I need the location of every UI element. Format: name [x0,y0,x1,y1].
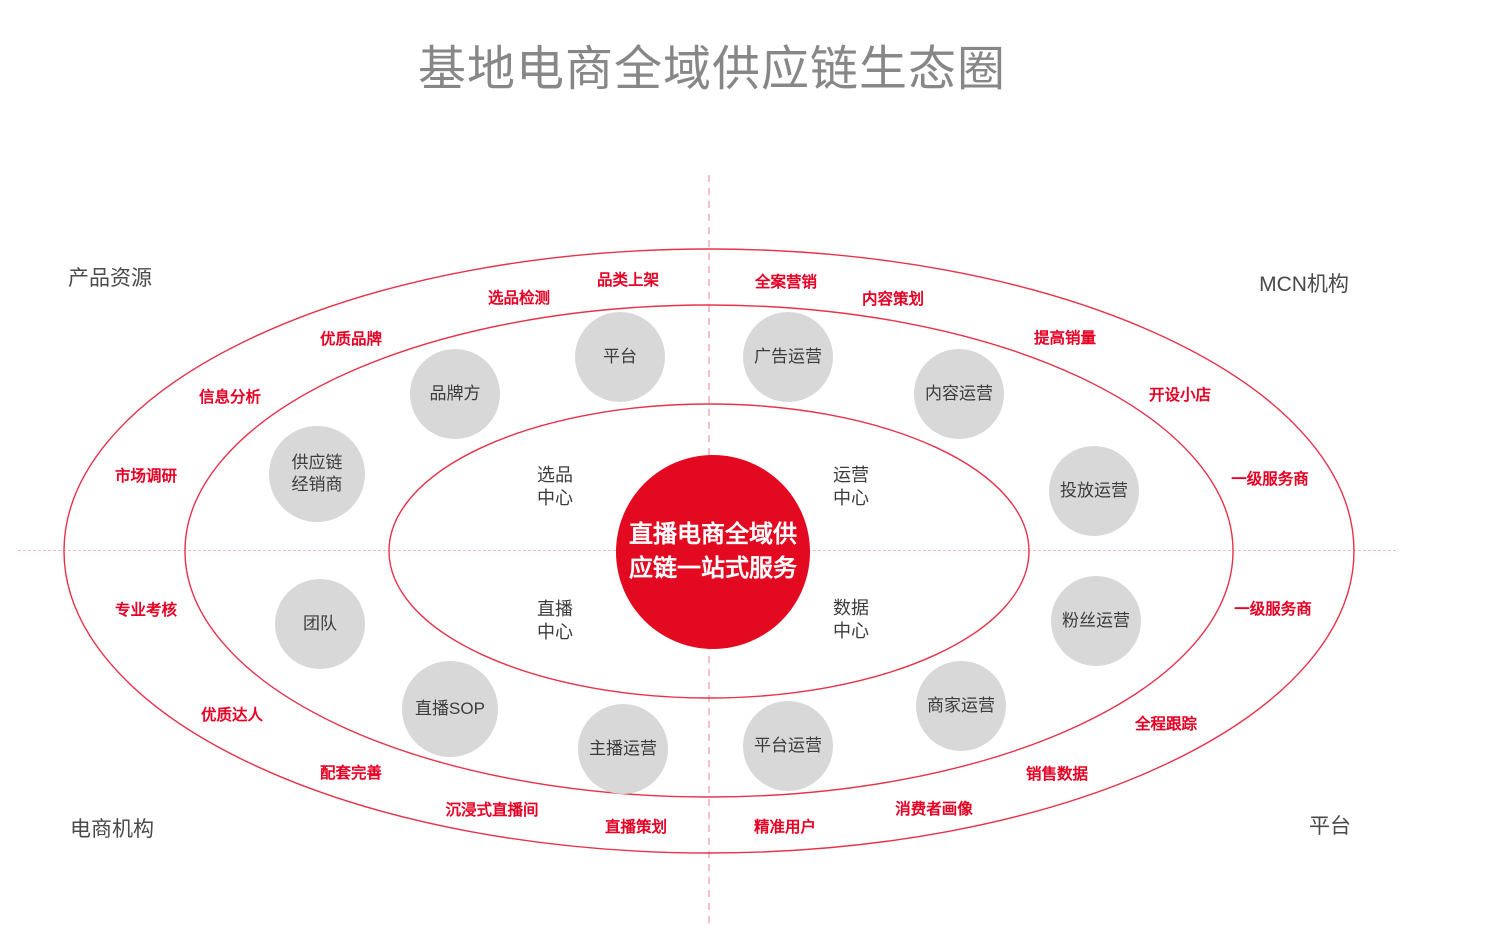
inner-ellipse [388,403,1030,699]
node-fan-operation: 粉丝运营 [1051,576,1141,666]
ring-label-content-planning: 内容策划 [861,291,925,308]
ring-label-quality-influencers: 优质达人 [200,707,264,724]
ring-label-immersive-live-room: 沉浸式直播间 [445,802,539,819]
center-circle-label: 直播电商全域供 应链一站式服务 [629,521,797,582]
node-brand-side: 品牌方 [410,349,500,439]
ring-label-live-planning: 直播策划 [604,819,668,836]
node-content-operation: 内容运营 [914,349,1004,439]
center-circle: 直播电商全域供 应链一站式服务 [616,455,810,649]
ring-label-full-case-marketing: 全案营销 [754,274,818,291]
ring-label-tier1-service-provider-top: 一级服务商 [1231,471,1309,488]
corner-label-ecommerce-agencies: 电商机构 [70,818,154,841]
node-ad-operation: 广告运营 [743,312,833,402]
ring-label-tier1-service-provider-bottom: 一级服务商 [1234,601,1312,618]
ring-label-consumer-profile: 消费者画像 [895,801,973,818]
corner-label-platform: 平台 [1309,815,1351,838]
inner-label-data-center: 数据 中心 [833,598,869,641]
ring-label-sales-data: 销售数据 [1025,766,1089,783]
node-team: 团队 [275,579,365,669]
node-merchant-operation: 商家运营 [916,661,1006,751]
ring-label-product-selection-testing: 选品检测 [487,290,551,307]
inner-label-selection-center: 选品 中心 [537,465,573,508]
node-platform-operation: 平台运营 [743,701,833,791]
node-placement-operation: 投放运营 [1049,446,1139,536]
node-platform: 平台 [575,312,665,402]
ring-label-full-process-tracking: 全程跟踪 [1134,716,1198,733]
inner-label-live-center: 直播 中心 [537,599,573,642]
ring-label-increase-sales: 提高销量 [1033,330,1097,347]
outer-ellipse [63,248,1355,854]
ring-label-quality-brands: 优质品牌 [319,331,383,348]
ring-label-open-small-shop: 开设小店 [1148,387,1212,404]
node-host-operation: 主播运营 [578,704,668,794]
corner-label-mcn-organization: MCN机构 [1259,273,1349,296]
node-supply-chain-dealer: 供应链 经销商 [269,426,365,522]
ring-label-market-research: 市场调研 [114,468,178,485]
ring-label-professional-assessment: 专业考核 [114,602,178,619]
corner-label-product-resources: 产品资源 [68,267,152,290]
middle-ellipse [184,304,1234,798]
page-title: 基地电商全域供应链生态圈 [417,43,1007,96]
inner-label-operation-center: 运营 中心 [833,465,869,508]
node-live-sop: 直播SOP [402,661,498,757]
ring-label-precise-users: 精准用户 [753,819,817,836]
ring-label-category-listing: 品类上架 [596,272,660,289]
ring-label-information-analysis: 信息分析 [198,389,262,406]
ring-label-complete-supporting: 配套完善 [319,765,383,782]
